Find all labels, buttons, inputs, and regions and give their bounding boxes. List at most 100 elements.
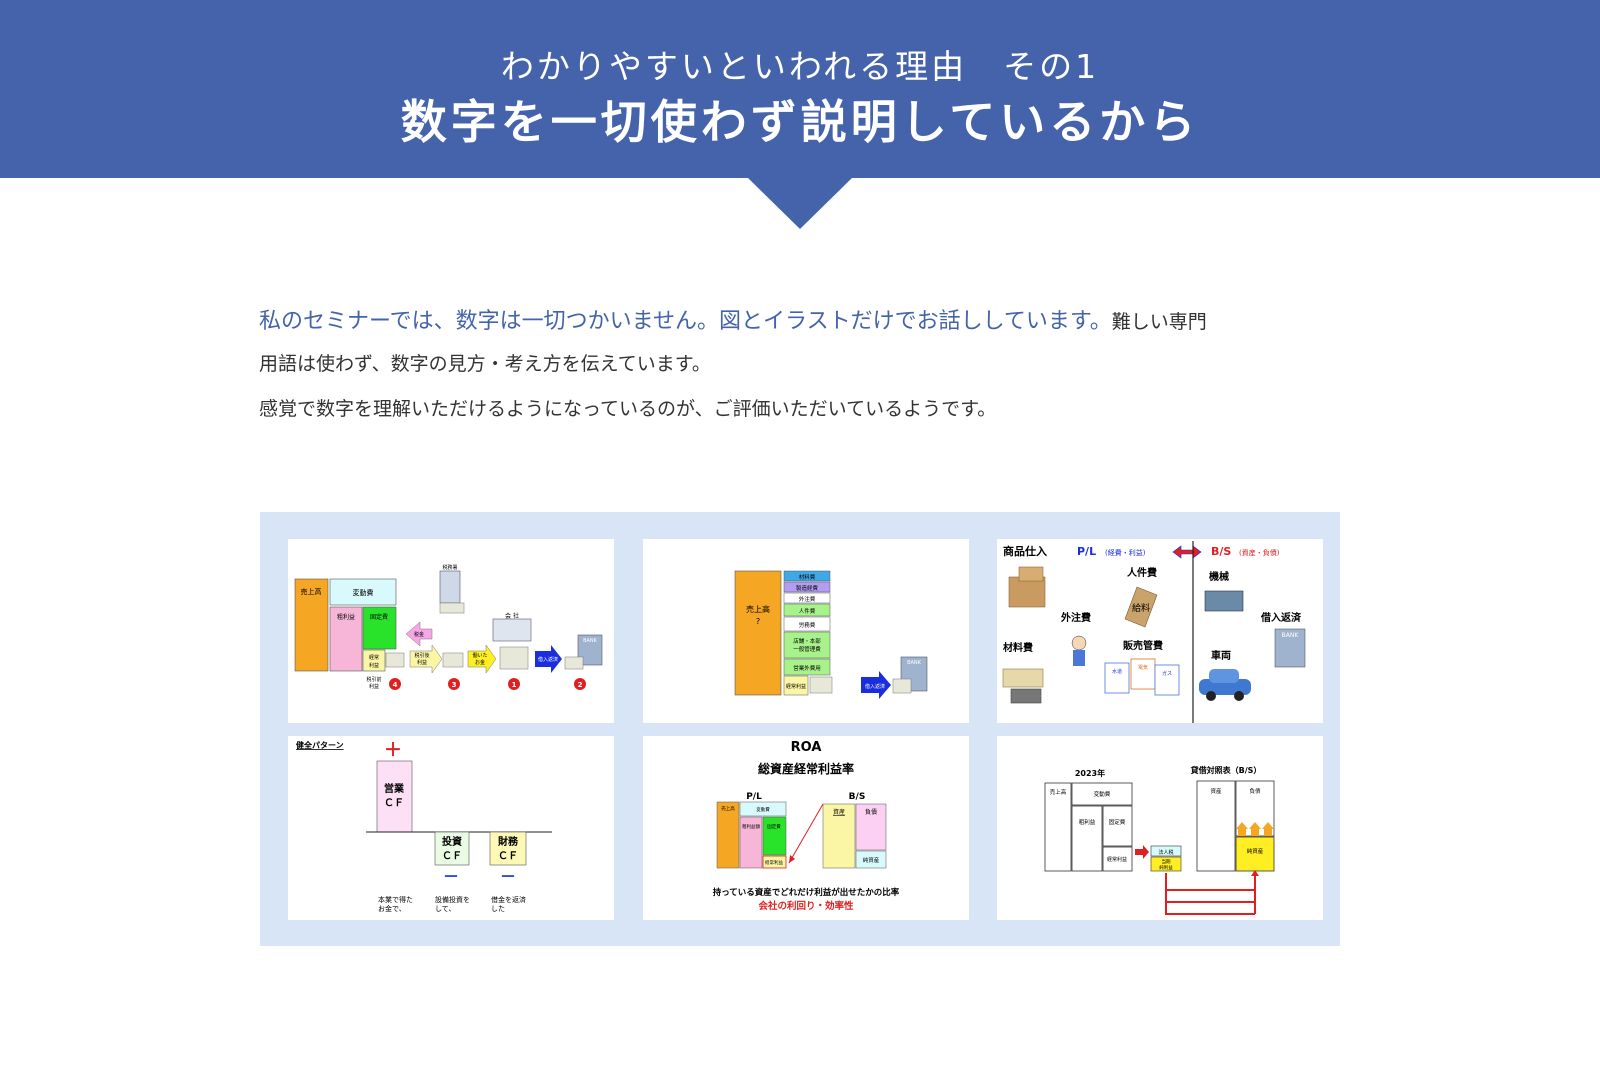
s3-bs-sub: (資産・負債): [1239, 548, 1280, 557]
s4-minus-2: －: [500, 867, 516, 886]
s3-pl-sub: (経費・利益): [1105, 548, 1146, 557]
s3-hankan: 販売管費: [1123, 639, 1163, 652]
s3-zairyo: 材料費: [1003, 641, 1033, 654]
intro-line-1: 私のセミナーでは、数字は一切つかいません。図とイラストだけでお話ししています。難…: [259, 302, 1339, 342]
s2-item-1: 製造経費: [796, 584, 819, 592]
s5-shisan: 資産: [833, 808, 845, 816]
s1-keijo2: 利益: [369, 662, 379, 669]
s5-uriage: 売上高: [721, 805, 735, 812]
s4-eigyo1: 営業: [384, 782, 405, 795]
s2-bank: BANK: [907, 660, 922, 666]
s5-title2: 総資産経常利益率: [758, 761, 854, 776]
intro-line-2: 用語は使わず、数字の見方・考え方を伝えています。: [259, 353, 711, 375]
s2-uriage2: ?: [756, 617, 760, 626]
s1-arari: 粗利益: [337, 613, 355, 621]
slide-balance-sheet: 2023年 貸借対照表（B/S） 売上高 変動費 粗利益 固定費 経常利益 法人…: [997, 736, 1323, 920]
s1-kaisha: 会 社: [505, 612, 519, 620]
s3-kyuryo: 給料: [1132, 602, 1150, 614]
s5-bs: B/S: [849, 792, 866, 802]
s6-hendohi: 変動費: [1094, 790, 1111, 798]
s6-junshisan: 純資産: [1247, 847, 1264, 855]
s1-zeimae: 税引前: [366, 676, 381, 683]
header-subtitle: わかりやすいといわれる理由 その1: [500, 47, 1100, 86]
s3-bs: B/S: [1211, 545, 1231, 558]
s6-arari: 粗利益: [1079, 818, 1096, 826]
s2-item-4: 労務費: [799, 621, 816, 629]
s4-plus: ＋: [384, 740, 402, 761]
s1-bank: BANK: [583, 638, 598, 644]
slide-roa: ROA 総資産経常利益率 P/L B/S 売上高 変動費 粗利益額 固定費 経常…: [643, 736, 969, 920]
s4-toshi1: 投資: [442, 835, 462, 848]
s4-eigyo2: ＣＦ: [384, 797, 404, 809]
s4-cap2b: して、: [435, 905, 455, 913]
intro-plain: 難しい専門: [1111, 311, 1207, 333]
s1-keijo1: 経常: [369, 654, 379, 661]
s1-zeimae2: 利益: [369, 683, 379, 690]
s1-zeikin: 税金: [414, 631, 424, 638]
s2-item-2: 外注費: [799, 595, 816, 603]
s1-zeimusho: 税務署: [442, 564, 457, 571]
s2-eigyogai: 営業外費用: [793, 664, 821, 672]
s5-pl: P/L: [746, 792, 762, 802]
s4-minus-1: －: [443, 867, 459, 886]
s6-uriage: 売上高: [1050, 788, 1067, 796]
s4-cap2a: 設備投資を: [435, 895, 470, 904]
slide-profit-flow: 売上高 変動費 粗利益 固定費 経常 利益 税引前 利益 4 税金 税務署 税引…: [288, 539, 614, 723]
s3-denki: 電気: [1138, 664, 1148, 671]
header-down-arrow-icon: [747, 177, 853, 229]
s1-koteihi: 固定費: [370, 613, 388, 621]
slide-gallery: 売上高 変動費 粗利益 固定費 経常 利益 税引前 利益 4 税金 税務署 税引…: [260, 512, 1340, 946]
s6-shisan: 資産: [1210, 787, 1222, 795]
s1-n2: 2: [578, 681, 583, 689]
header-title: 数字を一切使わず説明しているから: [400, 95, 1200, 149]
s2-uriage1: 売上高: [746, 604, 770, 614]
s1-n3: 3: [452, 681, 457, 689]
s6-bs-title: 貸借対照表（B/S）: [1190, 765, 1262, 775]
s6-tozei2: 純利益: [1159, 864, 1173, 871]
s4-title: 健全パターン: [296, 740, 344, 750]
s4-zaimu1: 財務: [497, 835, 519, 848]
s6-keijo: 経常利益: [1107, 856, 1127, 863]
s1-uriage: 売上高: [301, 587, 322, 596]
s5-title1: ROA: [791, 740, 822, 755]
s3-gasu: ガス: [1162, 670, 1172, 677]
s3-shohin: 商品仕入: [1003, 544, 1047, 558]
s5-koteihi: 固定費: [767, 823, 781, 830]
s3-pl: P/L: [1077, 545, 1096, 558]
s5-caption1: 持っている資産でどれだけ利益が出せたかの比率: [713, 887, 900, 898]
s4-cap3b: した: [491, 905, 505, 913]
s5-keijo: 経常利益: [765, 859, 783, 866]
intro-text: 私のセミナーでは、数字は一切つかいません。図とイラストだけでお話ししています。難…: [259, 302, 1339, 432]
slide-cost-breakdown: 売上高 ? 材料費 製造経費 外注費 人件費 労務費 店舗・本部 一般管理費 営…: [643, 539, 969, 723]
s6-hojin: 法人税: [1158, 849, 1173, 856]
s6-tozei: 当期: [1162, 858, 1171, 865]
intro-line-3: 感覚で数字を理解いただけるようになっているのが、ご評価いただいているようです。: [259, 398, 997, 420]
s1-hataraita: 働いた: [472, 652, 487, 659]
intro-highlight: 私のセミナーでは、数字は一切つかいません。図とイラストだけでお話ししています。: [259, 309, 1112, 334]
s5-hendohi: 変動費: [756, 806, 770, 813]
s6-fusai: 負債: [1249, 787, 1261, 795]
s2-tenpo2: 一般管理費: [793, 645, 821, 653]
s5-arari: 粗利益額: [742, 823, 760, 830]
s4-toshi2: ＣＦ: [442, 850, 462, 862]
header-banner: わかりやすいといわれる理由 その1 数字を一切使わず説明しているから: [0, 0, 1600, 178]
s3-kikai: 機械: [1209, 570, 1229, 583]
s1-zeibiki2: 利益: [417, 659, 427, 666]
s1-n4: 4: [393, 681, 398, 689]
slide-pl-bs-items: 商品仕入 P/L (経費・利益) B/S (資産・負債) 人件費 給料 外注費 …: [997, 539, 1323, 723]
s2-hensai: 借入返済: [865, 683, 885, 690]
s1-zeibiki: 税引後: [414, 652, 429, 659]
s6-year: 2023年: [1075, 768, 1105, 778]
s3-sharyo: 車両: [1211, 649, 1231, 662]
s2-item-0: 材料費: [799, 573, 816, 581]
s1-hensai: 借入返済: [538, 656, 558, 663]
s1-okane: お金: [475, 659, 485, 666]
slide-cashflow-pattern: 健全パターン ＋ 営業 ＣＦ 投資 ＣＦ 財務 ＣＦ － － 本業で得た お金で…: [288, 736, 614, 920]
s3-hensai: 借入返済: [1260, 611, 1302, 624]
s1-n1: 1: [512, 681, 517, 689]
s3-jinken: 人件費: [1127, 566, 1157, 579]
s5-fusai: 負債: [865, 808, 877, 816]
s2-keijo: 経常利益: [786, 683, 806, 690]
s3-suido: 水道: [1112, 668, 1122, 675]
s4-cap1a: 本業で得た: [378, 895, 413, 904]
